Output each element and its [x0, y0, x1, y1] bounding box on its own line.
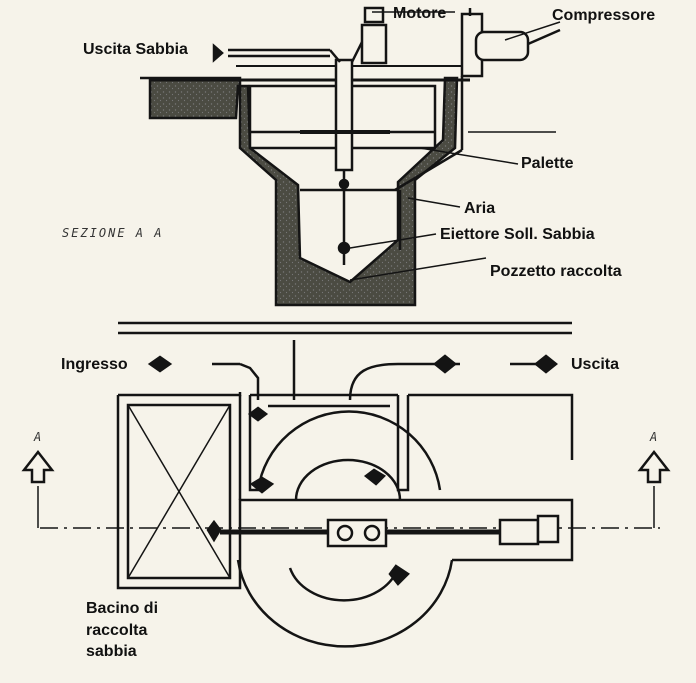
label-bacino-line1: Bacino di — [86, 600, 159, 617]
section-mark-right: A — [650, 430, 660, 444]
leader-lines — [349, 11, 561, 281]
label-eiettore: Eiettore Soll. Sabbia — [440, 226, 595, 243]
label-sezione: SEZIONE A A — [62, 226, 164, 240]
label-uscita-sabbia: Uscita Sabbia — [83, 41, 188, 58]
label-ingresso: Ingresso — [61, 356, 128, 373]
label-palette: Palette — [521, 155, 574, 172]
label-aria: Aria — [464, 200, 496, 217]
plan-view — [21, 321, 671, 648]
label-bacino-line3: sabbia — [86, 643, 137, 661]
label-pozzetto: Pozzetto raccolta — [490, 263, 622, 280]
label-bacino-line2: raccolta — [86, 621, 148, 639]
label-uscita: Uscita — [571, 356, 620, 373]
label-compressore: Compressore — [552, 7, 656, 24]
label-motore: Motore — [393, 5, 447, 22]
section-view — [140, 6, 561, 307]
section-mark-left: A — [34, 430, 44, 444]
label-bacino: Bacino di raccolta sabbia — [86, 598, 158, 663]
